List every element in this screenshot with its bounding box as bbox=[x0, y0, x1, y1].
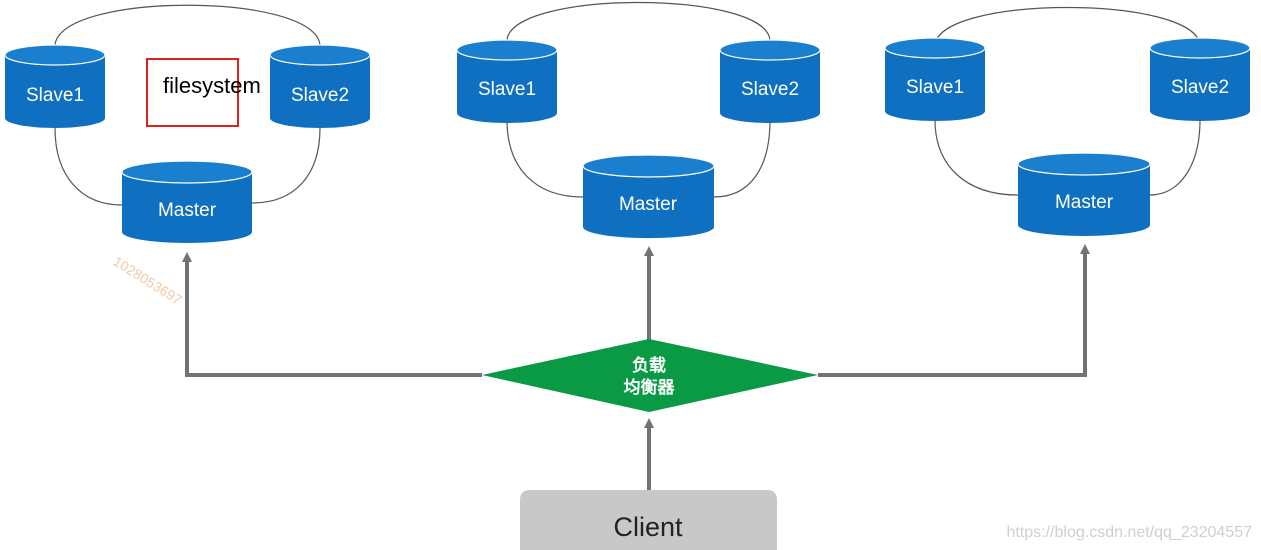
cluster-1-top-connector bbox=[54, 4, 321, 46]
filesystem-annotation: filesystem bbox=[146, 58, 261, 127]
cluster-1-left-connector bbox=[54, 127, 123, 206]
cluster-2-master-db: Master bbox=[582, 154, 715, 239]
cluster-3-slave2-label: Slave2 bbox=[1171, 77, 1229, 98]
annotation-box bbox=[146, 58, 239, 127]
cluster-2-slave2-db: Slave2 bbox=[719, 39, 821, 123]
cluster-3: Slave1 Slave2 Master bbox=[884, 7, 1251, 236]
cluster-3-slave1-db: Slave1 bbox=[884, 37, 986, 121]
cluster-2-master-label: Master bbox=[619, 194, 678, 215]
cluster-2-slave1-db: Slave1 bbox=[456, 39, 558, 123]
cluster-3-master-label: Master bbox=[1055, 192, 1114, 213]
cluster-3-slave1-label: Slave1 bbox=[906, 77, 964, 98]
cluster-1-slave2-label: Slave2 bbox=[291, 85, 349, 106]
side-watermark: 1028053697 bbox=[110, 253, 185, 308]
cluster-1: Slave1 Slave2 Master bbox=[4, 4, 371, 243]
load-balancer-label-line1: 负载 bbox=[632, 355, 666, 376]
arrows bbox=[182, 244, 1090, 490]
cluster-2-slave2-label: Slave2 bbox=[741, 79, 799, 100]
client-label: Client bbox=[613, 512, 683, 542]
cluster-3-left-connector bbox=[934, 119, 1019, 196]
cluster-3-slave2-db: Slave2 bbox=[1149, 37, 1251, 121]
cluster-3-master-db: Master bbox=[1017, 152, 1151, 236]
client-box: Client bbox=[520, 490, 777, 550]
arrow-to-cluster-3 bbox=[818, 244, 1090, 377]
arrow-to-cluster-1 bbox=[182, 252, 482, 377]
load-balancer-label-line2: 均衡器 bbox=[624, 377, 676, 398]
cluster-1-master-db: Master bbox=[121, 160, 253, 243]
cluster-1-slave1-label: Slave1 bbox=[26, 85, 84, 106]
cluster-1-right-connector bbox=[251, 127, 321, 204]
cluster-2-top-connector bbox=[506, 2, 771, 41]
load-balancer: 负载 均衡器 bbox=[482, 339, 818, 412]
cluster-2-slave1-label: Slave1 bbox=[478, 79, 536, 100]
cluster-1-master-label: Master bbox=[158, 200, 217, 221]
cluster-1-slave1-db: Slave1 bbox=[4, 44, 106, 128]
cluster-2: Slave1 Slave2 Master bbox=[456, 2, 821, 239]
annotation-text: filesystem bbox=[163, 73, 261, 98]
corner-watermark: https://blog.csdn.net/qq_23204557 bbox=[1006, 524, 1252, 541]
cluster-1-slave2-db: Slave2 bbox=[269, 44, 371, 128]
cluster-3-right-connector bbox=[1149, 119, 1201, 196]
cluster-2-left-connector bbox=[506, 119, 584, 198]
load-balancer-diamond bbox=[482, 339, 818, 412]
cluster-3-top-connector bbox=[934, 7, 1201, 46]
cluster-2-right-connector bbox=[713, 119, 771, 198]
